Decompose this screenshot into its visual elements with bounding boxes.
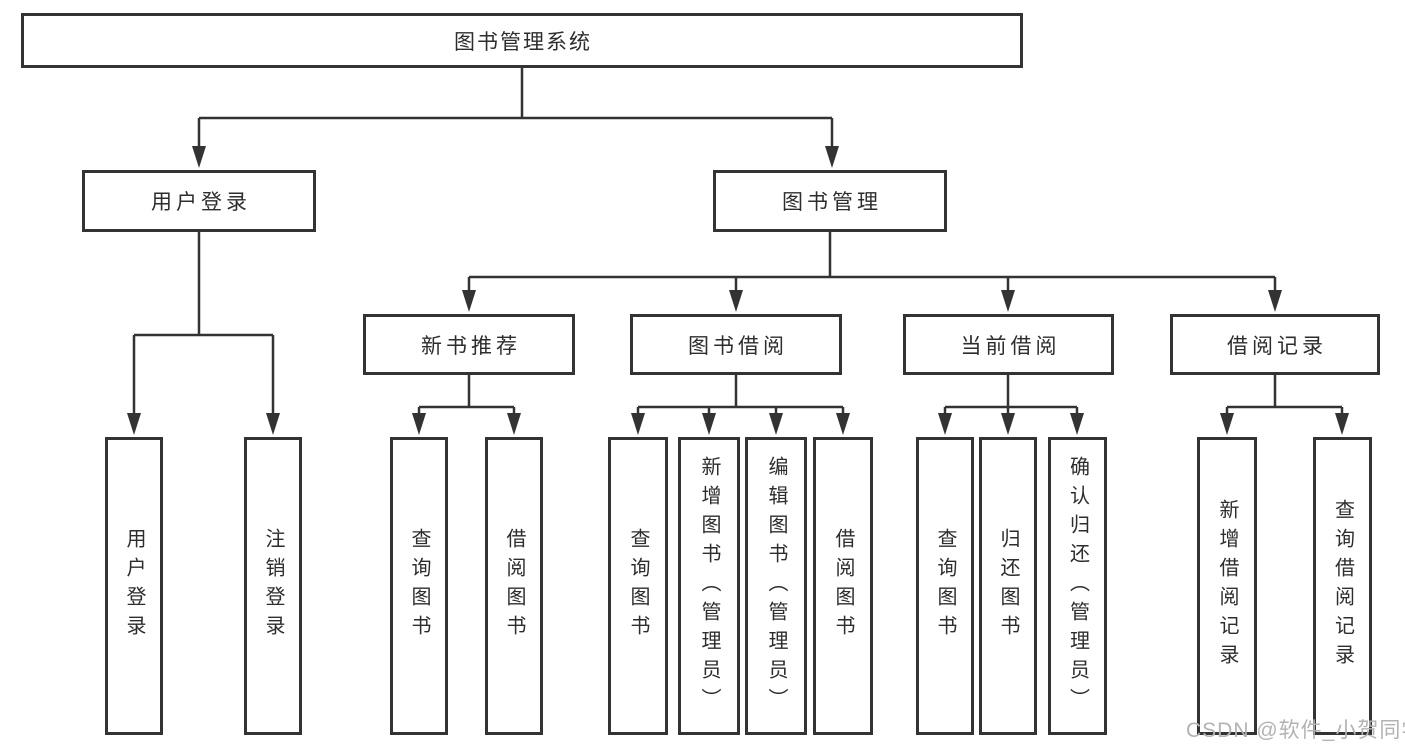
node-book-management: 图书管理 [713, 170, 947, 232]
leaf-confirm-return-admin-label: 确认归还（管理员） [1066, 455, 1089, 717]
leaf-borrow-books-label: 借阅图书 [832, 528, 854, 644]
node-root-label: 图书管理系统 [454, 30, 592, 54]
leaf-confirm-return-admin: 确认归还（管理员） [1048, 437, 1107, 735]
node-current-borrow: 当前借阅 [903, 314, 1114, 375]
leaf-logout: 注销登录 [244, 437, 302, 735]
leaf-return-books: 归还图书 [979, 437, 1037, 735]
leaf-current-query-books: 查询图书 [916, 437, 974, 735]
node-user-login-label: 用户登录 [151, 191, 251, 214]
leaf-add-borrow-record-label: 新增借阅记录 [1216, 499, 1238, 673]
node-new-book-recommend-label: 新书推荐 [421, 334, 521, 358]
leaf-newbook-borrow-books-label: 借阅图书 [503, 528, 525, 644]
node-borrow-records: 借阅记录 [1170, 314, 1380, 375]
leaf-newbook-borrow-books: 借阅图书 [485, 437, 543, 735]
node-current-borrow-label: 当前借阅 [960, 334, 1061, 358]
connector-book-management-children [467, 232, 1277, 294]
leaf-user-login: 用户登录 [105, 437, 163, 735]
leaf-add-books-admin: 新增图书（管理员） [678, 437, 740, 735]
leaf-add-borrow-record: 新增借阅记录 [1197, 437, 1257, 735]
connector-borrow-record-children [1225, 375, 1344, 419]
leaf-user-login-label: 用户登录 [123, 528, 145, 644]
leaf-borrow-query-books-label: 查询图书 [627, 528, 649, 644]
leaf-return-books-label: 归还图书 [997, 528, 1019, 644]
connector-user-login-children [132, 232, 275, 419]
leaf-logout-label: 注销登录 [262, 528, 284, 644]
leaf-edit-books-admin-label: 编辑图书（管理员） [765, 455, 787, 717]
node-user-login: 用户登录 [82, 170, 316, 232]
arrowheads [127, 146, 1349, 435]
node-new-book-recommend: 新书推荐 [363, 314, 575, 375]
node-root: 图书管理系统 [21, 13, 1023, 68]
node-book-borrow: 图书借阅 [630, 314, 842, 375]
leaf-query-borrow-record-label: 查询借阅记录 [1331, 499, 1354, 673]
node-book-management-label: 图书管理 [782, 191, 882, 214]
leaf-borrow-books: 借阅图书 [813, 437, 873, 735]
leaf-current-query-books-label: 查询图书 [934, 528, 956, 644]
node-borrow-records-label: 借阅记录 [1227, 334, 1327, 358]
connector-root-to-level2 [197, 68, 834, 150]
leaf-newbook-query-books-label: 查询图书 [408, 528, 430, 644]
node-book-borrow-label: 图书借阅 [688, 334, 788, 358]
connector-new-book-children [417, 375, 516, 419]
leaf-edit-books-admin: 编辑图书（管理员） [745, 437, 807, 735]
csdn-watermark: CSDN @软件_小贺同学 [1186, 719, 1405, 742]
connector-book-borrow-children [636, 375, 845, 419]
leaf-borrow-query-books: 查询图书 [608, 437, 668, 735]
leaf-newbook-query-books: 查询图书 [390, 437, 448, 735]
connector-current-borrow-children [943, 375, 1079, 419]
leaf-add-books-admin-label: 新增图书（管理员） [698, 455, 720, 717]
leaf-query-borrow-record: 查询借阅记录 [1313, 437, 1372, 735]
